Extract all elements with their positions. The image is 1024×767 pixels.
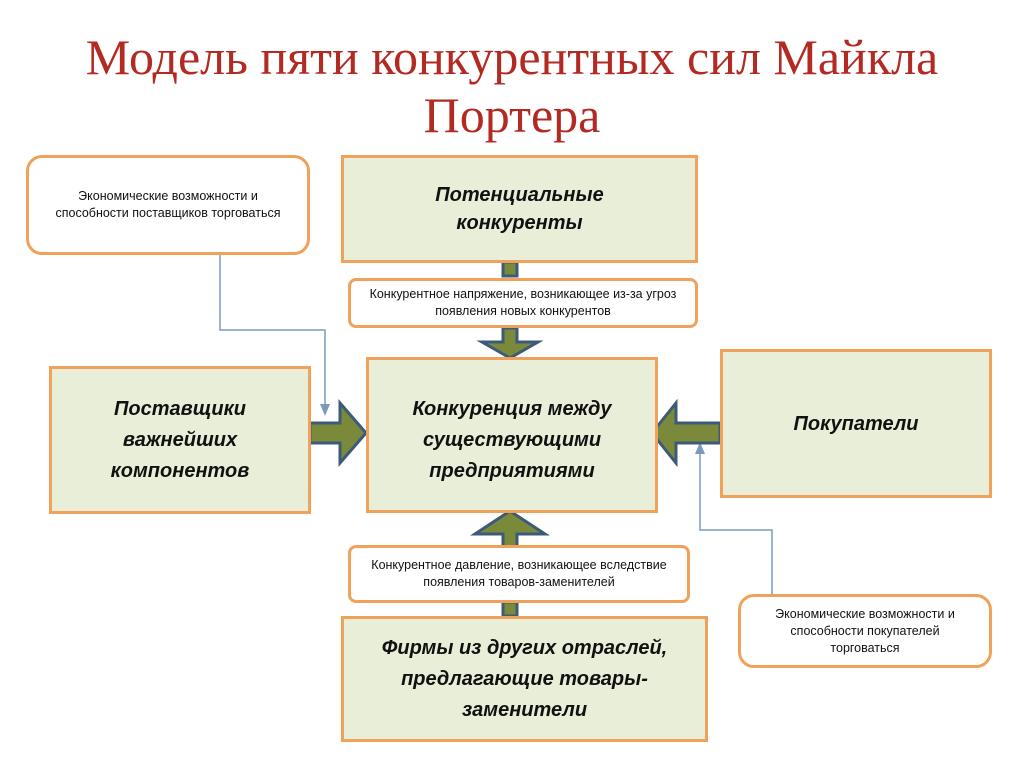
supplier-power-note: Экономические возможности и способности … <box>26 155 310 255</box>
potential-competitors-label: Потенциальные конкуренты <box>435 184 604 234</box>
potential-arrow-stem-top <box>501 260 519 278</box>
substitutes-pressure-note: Конкурентное давление, возникающее вслед… <box>348 545 690 603</box>
new-entrants-threat-note: Конкурентное напряжение, возникающее из-… <box>348 278 698 328</box>
buyers-box: Покупатели <box>720 349 992 498</box>
potential-competitors-box: Потенциальные конкуренты <box>341 155 698 263</box>
buyers-arrow <box>650 398 722 468</box>
buyer-power-note-text: Экономические возможности и способности … <box>775 606 955 655</box>
industry-rivalry-label: Конкуренция между существующими предприя… <box>412 398 612 482</box>
buyer-power-connector <box>699 446 773 595</box>
supplier-power-note-text: Экономические возможности и способности … <box>55 189 281 220</box>
supplier-power-connector <box>219 255 326 412</box>
suppliers-arrow <box>308 398 368 468</box>
industry-rivalry-box: Конкуренция между существующими предприя… <box>366 357 658 513</box>
page-title: Модель пяти конкурентных сил Майкла Порт… <box>85 29 939 143</box>
supplier-power-connector-arrowhead <box>320 404 330 416</box>
suppliers-box: Поставщики важнейших компонентов <box>49 366 311 514</box>
substitutes-arrow-stem-bottom <box>501 600 519 618</box>
substitutes-pressure-note-text: Конкурентное давление, возникающее вслед… <box>371 558 667 589</box>
substitutes-label: Фирмы из других отраслей, предлагающие т… <box>381 636 668 721</box>
buyer-power-note: Экономические возможности и способности … <box>738 594 992 668</box>
new-entrants-threat-note-text: Конкурентное напряжение, возникающее из-… <box>369 287 677 318</box>
substitutes-box: Фирмы из других отраслей, предлагающие т… <box>341 616 708 742</box>
potential-arrow <box>476 326 544 360</box>
buyer-power-connector-arrowhead <box>695 442 705 454</box>
suppliers-label: Поставщики важнейших компонентов <box>110 397 250 482</box>
buyers-label: Покупатели <box>793 412 919 435</box>
